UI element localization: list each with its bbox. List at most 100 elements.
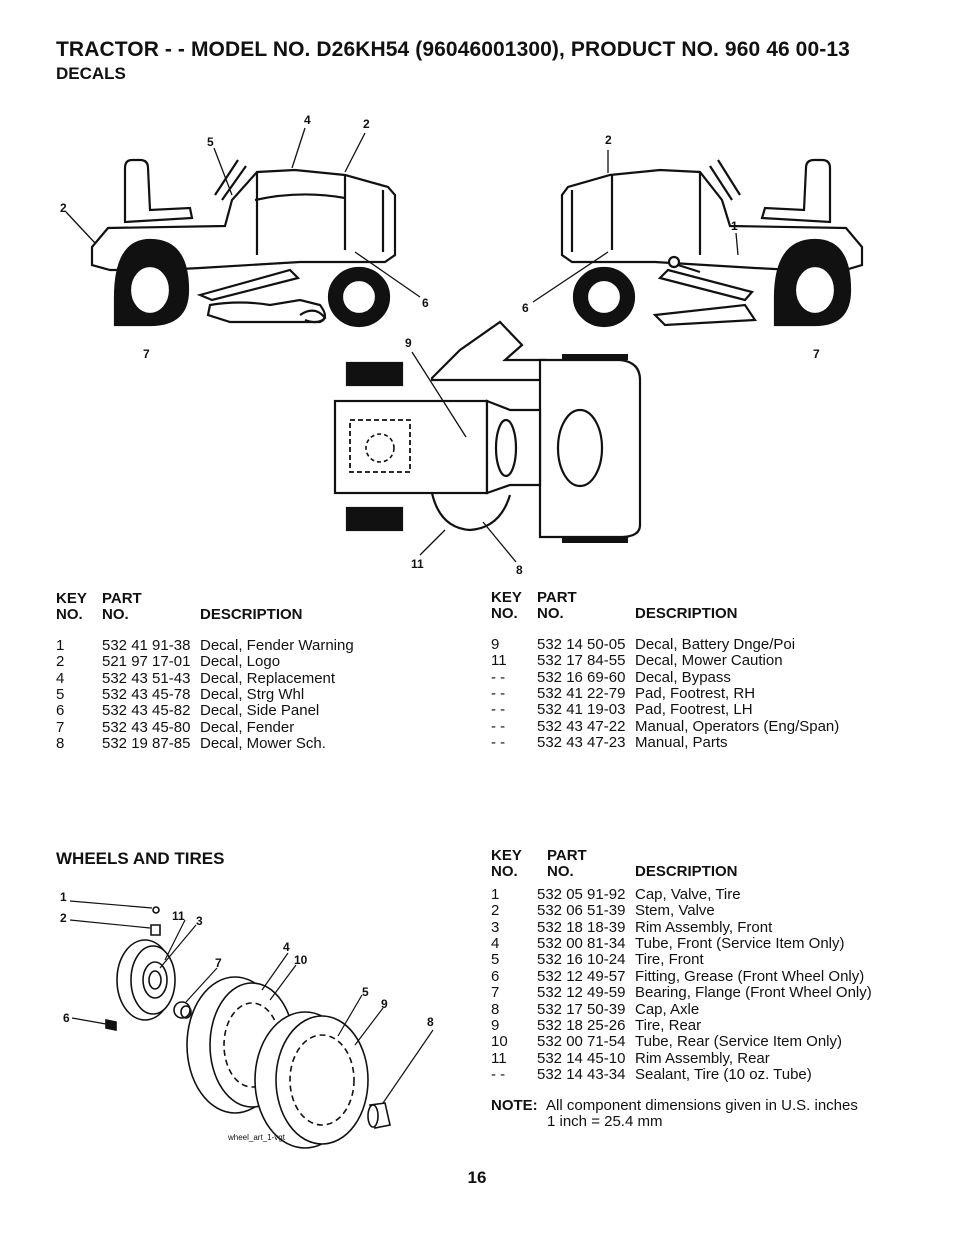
wheel-callout-7: 7 — [215, 956, 222, 970]
row-part-no: 532 14 50-05 — [537, 635, 626, 653]
row-description: Decal, Replacement — [200, 669, 336, 687]
header-part-no: NO. — [537, 605, 564, 623]
row-description: Cap, Valve, Tire — [635, 885, 741, 903]
tractor-top-view — [333, 320, 642, 543]
row-description: Cap, Axle — [635, 1000, 700, 1018]
callout-1: 1 — [731, 219, 738, 233]
row-part-no: 532 43 47-22 — [537, 717, 626, 735]
wheel-art-label: wheel_art_1-vgt — [227, 1133, 286, 1142]
row-key: 7 — [56, 718, 65, 736]
table-row: 6 532 12 49-57 Fitting, Grease (Front Whee… — [491, 967, 872, 985]
row-description: Rim Assembly, Front — [635, 918, 773, 936]
row-part-no: 532 16 10-24 — [537, 951, 626, 969]
wheel-callout-10: 10 — [294, 953, 308, 967]
row-key: - - — [491, 685, 506, 703]
wheel-callout-11: 11 — [172, 909, 185, 923]
callout-6: 6 — [422, 296, 429, 310]
wheel-callout-9: 9 — [381, 997, 388, 1011]
wheel-parts — [105, 906, 391, 1149]
row-part-no: 532 14 45-10 — [537, 1049, 626, 1067]
row-key: 10 — [491, 1033, 508, 1051]
tractor-left-view — [90, 158, 397, 328]
tractor-right-view — [560, 158, 864, 328]
wheel-callout-8: 8 — [427, 1015, 434, 1029]
row-key: 5 — [491, 951, 500, 969]
row-key: - - — [491, 701, 506, 719]
row-part-no: 532 43 51-43 — [102, 669, 191, 687]
row-description: Rim Assembly, Rear — [635, 1049, 770, 1067]
table-row: 11 532 14 45-10 Rim Assembly, Rear — [491, 1049, 872, 1067]
row-key: 1 — [56, 636, 65, 654]
row-description: Manual, Operators (Eng/Span) — [635, 717, 840, 735]
row-part-no: 532 16 69-60 — [537, 668, 626, 686]
callout-leaders — [65, 127, 739, 563]
row-description: Tube, Front (Service Item Only) — [635, 935, 845, 953]
row-key: 3 — [491, 918, 500, 936]
wheel-callout-leaders — [69, 900, 434, 1104]
row-description: Stem, Valve — [635, 902, 715, 920]
row-part-no: 532 14 43-34 — [537, 1066, 626, 1084]
callout-7: 7 — [143, 347, 150, 361]
note-label: NOTE: — [491, 1097, 538, 1114]
row-key: 4 — [56, 669, 65, 687]
row-key: 6 — [491, 967, 500, 985]
row-part-no: 532 18 18-39 — [537, 918, 626, 936]
header-no: NO. — [491, 605, 518, 623]
row-key: 9 — [491, 635, 500, 653]
row-description: Decal, Bypass — [635, 668, 731, 686]
row-key: 5 — [56, 686, 65, 704]
header-key: KEY — [56, 590, 87, 607]
row-part-no: 521 97 17-01 — [102, 653, 191, 671]
callout-2b: 2 — [60, 201, 67, 215]
callout-8: 8 — [516, 563, 523, 577]
wheel-callout-4: 4 — [283, 940, 290, 954]
row-key: 8 — [491, 1000, 500, 1018]
table-row: 4 532 43 51-43 Decal, Replacement — [56, 669, 354, 687]
row-key: 11 — [491, 1049, 507, 1067]
decals-diagram: 4 2 5 2 6 7 2 1 6 7 9 11 8 — [60, 113, 864, 577]
row-part-no: 532 17 84-55 — [537, 652, 626, 670]
callout-2c: 2 — [605, 133, 612, 147]
wheel-callout-2: 2 — [60, 911, 67, 925]
table-row: 3 532 18 18-39 Rim Assembly, Front — [491, 918, 872, 936]
row-part-no: 532 12 49-57 — [537, 967, 626, 985]
header-part-no: NO. — [547, 863, 574, 881]
row-key: 7 — [491, 984, 500, 1002]
row-part-no: 532 41 22-79 — [537, 685, 626, 703]
header-description: DESCRIPTION — [635, 863, 738, 881]
header-part: PART — [102, 590, 142, 607]
header-part: PART — [537, 589, 577, 606]
row-part-no: 532 41 91-38 — [102, 636, 191, 654]
section-title-decals: DECALS — [56, 64, 126, 83]
wheel-callout-3: 3 — [196, 914, 203, 928]
row-description: Fitting, Grease (Front Wheel Only) — [635, 967, 865, 985]
row-description: Decal, Mower Caution — [635, 652, 783, 670]
row-part-no: 532 43 47-23 — [537, 734, 626, 752]
row-key: 2 — [56, 653, 65, 671]
section-title-wheels: WHEELS AND TIRES — [56, 849, 225, 868]
header-no: NO. — [56, 606, 83, 624]
header-description: DESCRIPTION — [200, 606, 303, 624]
note-line-1: All component dimensions given in U.S. i… — [546, 1097, 858, 1114]
row-part-no: 532 41 19-03 — [537, 701, 626, 719]
row-description: Decal, Side Panel — [200, 702, 320, 720]
row-key: - - — [491, 734, 506, 752]
header-part: PART — [547, 847, 587, 864]
row-part-no: 532 43 45-80 — [102, 718, 191, 736]
